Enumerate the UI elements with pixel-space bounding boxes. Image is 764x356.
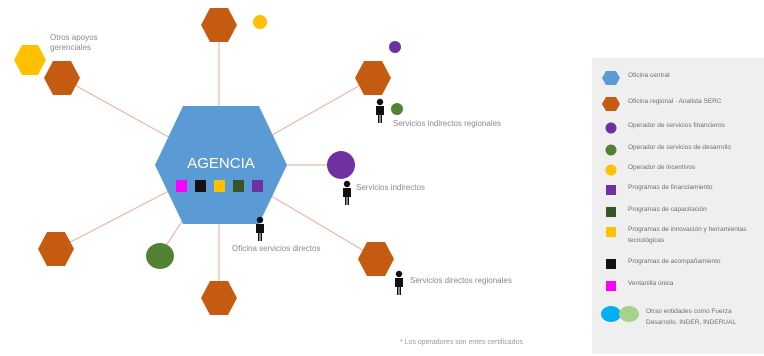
legend-label: Operador de servicios de desarrollo — [628, 144, 731, 151]
black-square-icon — [195, 180, 206, 192]
legend-label: Programas de capacitación — [628, 206, 707, 213]
legend-item-regional: Oficina regional · Analista SERC — [600, 96, 722, 112]
person-icon-3 — [256, 216, 264, 241]
legend-item-accompaniment-programs: Programas de acompañamiento — [600, 256, 721, 272]
legend-panel: Oficina central Oficina regional · Anali… — [592, 58, 764, 354]
legend-label: Programas de financiamiento — [628, 184, 713, 191]
legend-item-central: Oficina central — [600, 70, 670, 86]
legend-item-development-operator: Operador de servicios de desarrollo — [600, 142, 731, 158]
label-servicios-indirectos-regionales: Servicios indirectos regionales — [393, 119, 502, 128]
label-otros-apoyos: Otros apoyos gerenciales — [50, 33, 98, 52]
legend-label: Otras entidades como Fuerza Desarrollo, … — [646, 308, 736, 326]
label-servicios-indirectos: Servicios indirectos — [356, 183, 425, 192]
legend-label: Oficina central — [628, 72, 670, 79]
legend-label: Ventanilla única — [628, 280, 674, 287]
legend-item-financing-programs: Programas de financiamiento — [600, 182, 713, 198]
magenta-square-icon — [176, 180, 187, 192]
legend-item-financial-operator: Operador de servicios financieros — [600, 120, 725, 136]
program-squares — [176, 180, 263, 192]
regional-hexagon-bottom-right — [358, 242, 394, 276]
label-oficina-servicios-directos: Oficina servicios directos — [232, 244, 321, 253]
regional-hexagon-bottom — [201, 281, 237, 315]
legend-item-incentive-operator: Operador de incentivos — [600, 162, 695, 178]
regional-hexagon-left — [38, 232, 74, 266]
label-servicios-directos-regionales: Servicios directos regionales — [410, 276, 512, 285]
legend-item-other-entities: Otras entidades como Fuerza Desarrollo, … — [600, 306, 746, 328]
legend-label: Programas de acompañamiento — [628, 258, 721, 265]
regional-hexagon-top-left — [44, 61, 80, 95]
person-icon-2 — [343, 180, 351, 205]
purple-circle-large-icon — [327, 151, 355, 179]
center-title: AGENCIA — [187, 155, 255, 172]
orange-hexagon-icon — [602, 97, 620, 111]
regional-hexagons — [38, 8, 394, 315]
yellow-hexagon — [14, 45, 46, 75]
green-square-icon — [233, 180, 244, 192]
cyan-green-ovals-icon — [601, 306, 639, 322]
legend-label: Operador de incentivos — [628, 164, 696, 171]
legend-item-training-programs: Programas de capacitación — [600, 204, 707, 220]
yellow-square-icon — [606, 227, 616, 237]
legend-label: Programas de innovación y herramientas t… — [628, 226, 747, 244]
purple-circle-small-icon — [389, 41, 401, 53]
black-square-icon — [606, 259, 616, 269]
purple-circle-icon — [605, 122, 617, 134]
person-icon-1 — [376, 98, 384, 123]
green-circle-small-icon — [391, 103, 403, 115]
green-circle-icon — [605, 144, 617, 156]
person-icon-4 — [395, 270, 403, 295]
legend-label: Operador de servicios financieros — [628, 122, 725, 129]
purple-square-icon — [252, 180, 263, 192]
legend-item-innovation-programs: Programas de innovación y herramientas t… — [600, 224, 748, 246]
yellow-circle-icon — [253, 15, 267, 29]
footnote: * Los operadores son entes certificados — [400, 339, 523, 346]
regional-hexagon-top — [201, 8, 237, 42]
green-circle-large-icon — [146, 243, 174, 269]
central-agency-hexagon — [155, 106, 287, 224]
yellow-circle-icon — [605, 164, 617, 176]
purple-square-icon — [606, 185, 616, 195]
green-square-icon — [606, 207, 616, 217]
legend-label: Oficina regional · Analista SERC — [628, 98, 722, 105]
magenta-square-icon — [606, 281, 616, 291]
yellow-square-icon — [214, 180, 225, 192]
blue-hexagon-icon — [602, 71, 620, 85]
regional-hexagon-top-right — [355, 61, 391, 95]
legend-item-single-window: Ventanilla única — [600, 278, 674, 294]
